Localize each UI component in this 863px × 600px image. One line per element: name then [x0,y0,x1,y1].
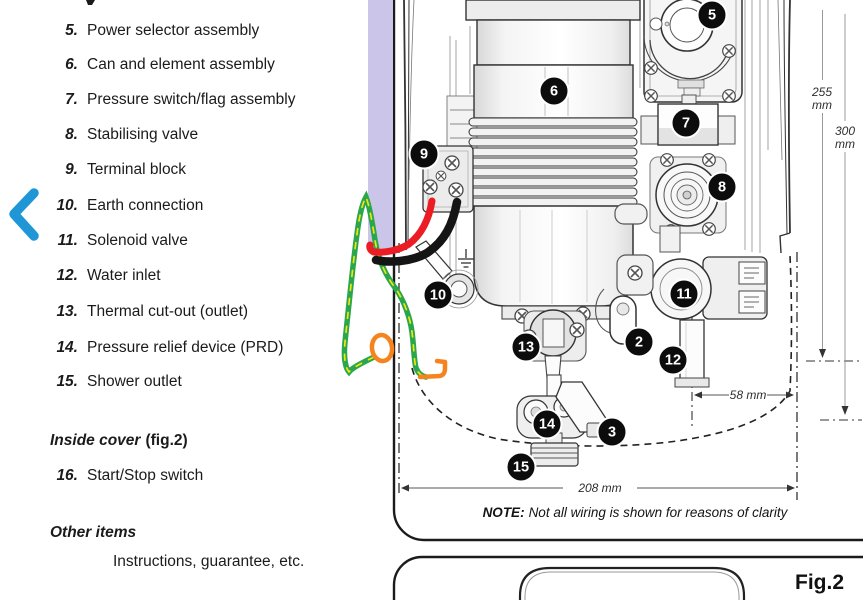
item-label: Start/Stop switch [87,467,204,484]
item-label: Earth connection [87,197,204,214]
list-item: 14. Pressure relief device (PRD) [48,339,283,357]
power-selector-assembly [643,0,743,104]
fig2-label: Fig.2 [795,571,845,594]
thermal-cut-out [521,309,587,379]
list-item: 13. Thermal cut-out (outlet) [48,303,248,321]
item-label: Shower outlet [87,373,182,390]
fig2-cover-outline [518,566,746,600]
other-items-text: Instructions, guarantee, etc. [113,553,305,570]
earth-symbol-icon [458,249,474,268]
list-item: 11. Solenoid valve [48,232,188,250]
list-item: 7. Pressure switch/flag assembly [48,91,295,109]
water-inlet-pipe [674,319,710,388]
list-item: 6. Can and element assembly [48,56,275,74]
stabilising-valve [614,152,727,253]
solenoid-valve [616,254,768,320]
inside-cover-text: Inside cover [50,432,141,449]
note-label: NOTE: [482,505,525,520]
dimension-58mm: 58 mm [694,388,794,402]
item-label: Pressure relief device (PRD) [87,339,284,356]
item-number: 15. [56,373,78,390]
diagram-note: NOTE:Not all wiring is shown for reasons… [404,505,863,520]
item-label: Pressure switch/flag assembly [87,91,296,108]
item-label: Can and element assembly [87,56,275,73]
dim-208-label: 208 mm [577,481,621,495]
dim-255-value: 255 [811,85,832,99]
case-dashed-outline [398,243,862,500]
list-item: 5. Power selector assembly [48,22,259,40]
item-number: 9. [65,161,78,178]
item-number: 6. [65,56,78,73]
dim-300-value: 300 [835,124,855,138]
list-item: 15. Shower outlet [48,373,182,391]
wire-annotation-black [371,197,462,266]
dim-300-unit: mm [835,137,855,151]
item-number: 10. [56,197,78,214]
item-label: Water inlet [87,267,161,284]
item-number: 5. [65,22,78,39]
dimension-208mm: 208 mm [401,481,795,495]
inside-cover-fig-ref: (fig.2) [145,432,188,449]
wire-annotation-earth-yellow-stripe [343,195,427,378]
list-item: 16. Start/Stop switch [48,467,203,485]
item-label: Power selector assembly [87,22,260,39]
item-number: 11. [57,232,78,249]
item-label: Solenoid valve [87,232,188,249]
case-outline [403,0,791,254]
list-item: 9. Terminal block [48,161,186,179]
item-number: 16. [56,467,78,484]
list-item: 8. Stabilising valve [48,126,198,144]
dim-255-unit: mm [812,98,832,112]
dimension-300mm: 300 mm [835,14,855,415]
wire-annotation-red [366,197,436,256]
other-items-heading: Other items [50,524,137,541]
list-item: 12. Water inlet [48,267,161,285]
list-item: 10. Earth connection [48,197,203,215]
dimension-255mm: 255 mm [811,10,832,358]
item-number: 7. [65,91,78,108]
item-label: Terminal block [87,161,187,178]
item-label: Stabilising valve [87,126,199,143]
highlight-arrow-icon [9,188,39,241]
item-label: Thermal cut-out (outlet) [87,303,249,320]
item-number: 8. [65,126,78,143]
dim-58-label: 58 mm [730,388,767,402]
inside-cover-heading: Inside cover(fig.2) [50,432,188,450]
cropped-text-fragment [86,0,95,5]
item-number: 13. [56,303,78,320]
item-number: 12. [56,267,78,284]
orange-hook-annotation [417,358,448,380]
note-text: Not all wiring is shown for reasons of c… [528,505,788,520]
can-and-element [465,0,641,324]
item-number: 14. [56,339,78,356]
orange-circle-annotation [369,332,395,364]
